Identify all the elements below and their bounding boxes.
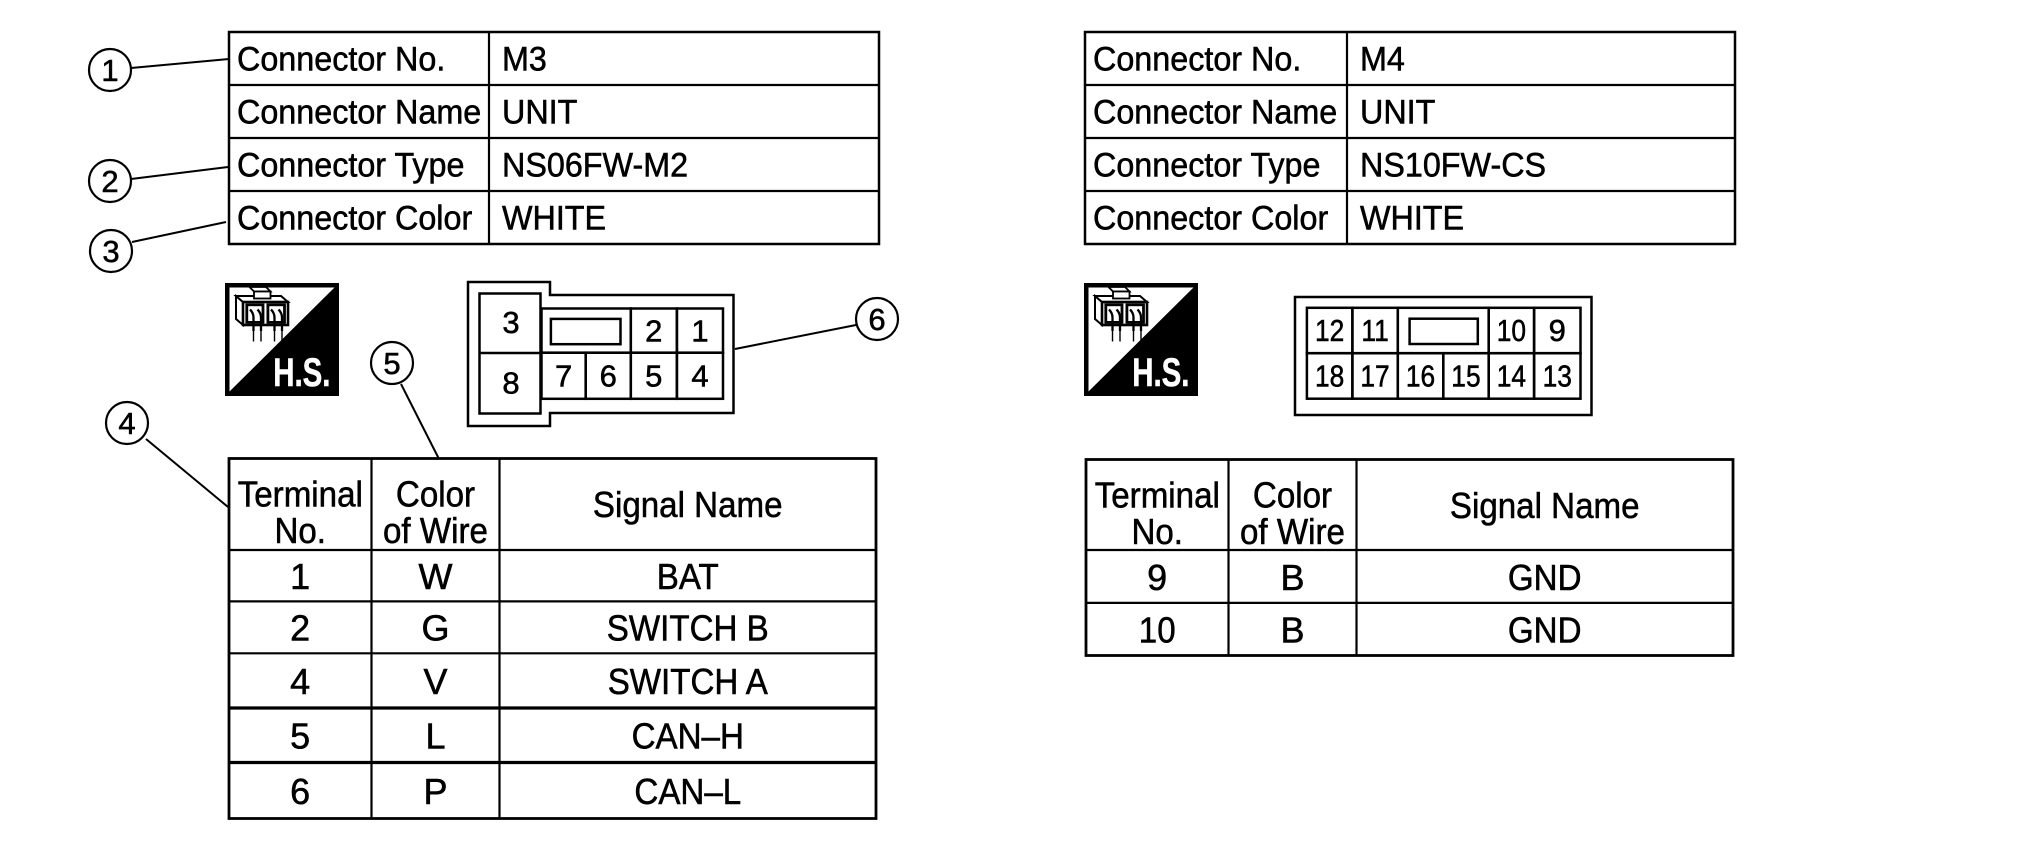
svg-text:Terminal: Terminal <box>1095 475 1220 516</box>
svg-text:NS10FW-CS: NS10FW-CS <box>1360 146 1546 184</box>
svg-text:Connector Name: Connector Name <box>1093 93 1337 131</box>
svg-text:4: 4 <box>691 359 708 394</box>
svg-text:4: 4 <box>290 661 310 702</box>
svg-text:4: 4 <box>118 406 135 441</box>
svg-text:12: 12 <box>1315 313 1344 348</box>
svg-text:6: 6 <box>868 302 885 337</box>
svg-text:9: 9 <box>1549 313 1566 348</box>
svg-text:CAN–H: CAN–H <box>632 716 744 757</box>
svg-text:14: 14 <box>1497 359 1526 394</box>
svg-text:13: 13 <box>1543 359 1572 394</box>
svg-text:16: 16 <box>1406 359 1435 394</box>
svg-text:3: 3 <box>502 305 519 340</box>
svg-text:3: 3 <box>102 234 119 269</box>
svg-text:Color: Color <box>1253 475 1332 516</box>
svg-text:WHITE: WHITE <box>1360 199 1464 237</box>
svg-text:V: V <box>423 661 447 702</box>
svg-text:2: 2 <box>290 608 310 649</box>
svg-text:5: 5 <box>645 359 662 394</box>
svg-text:1: 1 <box>290 556 310 597</box>
svg-text:M4: M4 <box>1360 40 1405 78</box>
svg-text:8: 8 <box>502 366 519 401</box>
svg-text:Connector No.: Connector No. <box>237 40 445 78</box>
svg-text:7: 7 <box>555 359 572 394</box>
svg-text:No.: No. <box>1132 511 1184 552</box>
svg-text:L: L <box>425 716 445 757</box>
svg-text:Signal Name: Signal Name <box>1450 485 1640 526</box>
svg-text:1: 1 <box>691 313 708 348</box>
svg-text:Connector No.: Connector No. <box>1093 40 1301 78</box>
svg-text:5: 5 <box>290 716 310 757</box>
svg-text:WHITE: WHITE <box>502 199 606 237</box>
svg-text:Connector Name: Connector Name <box>237 93 481 131</box>
svg-text:5: 5 <box>383 346 400 381</box>
svg-text:10: 10 <box>1139 610 1176 651</box>
svg-text:6: 6 <box>290 771 310 812</box>
svg-text:SWITCH A: SWITCH A <box>608 661 768 702</box>
svg-text:2: 2 <box>101 164 118 199</box>
svg-text:UNIT: UNIT <box>1360 93 1435 131</box>
svg-text:6: 6 <box>600 359 617 394</box>
svg-text:No.: No. <box>275 510 327 551</box>
svg-text:B: B <box>1280 557 1304 598</box>
svg-text:G: G <box>421 608 449 649</box>
svg-text:SWITCH B: SWITCH B <box>607 608 769 649</box>
svg-text:H.S.: H.S. <box>273 351 330 395</box>
svg-text:17: 17 <box>1360 359 1389 394</box>
svg-text:11: 11 <box>1361 313 1388 348</box>
svg-text:9: 9 <box>1147 557 1167 598</box>
svg-text:2: 2 <box>645 313 662 348</box>
svg-text:Connector Type: Connector Type <box>237 146 465 184</box>
svg-text:Connector Color: Connector Color <box>1093 199 1328 237</box>
svg-text:W: W <box>419 556 453 597</box>
svg-text:M3: M3 <box>502 40 547 78</box>
svg-text:Connector Type: Connector Type <box>1093 146 1321 184</box>
svg-text:NS06FW-M2: NS06FW-M2 <box>502 146 688 184</box>
svg-text:GND: GND <box>1508 557 1582 598</box>
svg-text:B: B <box>1280 610 1304 651</box>
svg-text:H.S.: H.S. <box>1132 351 1189 395</box>
svg-text:of Wire: of Wire <box>1240 511 1345 552</box>
svg-text:GND: GND <box>1508 610 1582 651</box>
svg-text:BAT: BAT <box>657 556 719 597</box>
svg-text:10: 10 <box>1497 313 1526 348</box>
svg-text:P: P <box>423 771 447 812</box>
svg-text:UNIT: UNIT <box>502 93 577 131</box>
svg-text:Connector Color: Connector Color <box>237 199 472 237</box>
svg-text:Color: Color <box>396 474 475 515</box>
svg-text:1: 1 <box>101 53 118 88</box>
svg-text:Terminal: Terminal <box>238 474 363 515</box>
svg-text:CAN–L: CAN–L <box>634 771 741 812</box>
svg-text:15: 15 <box>1451 359 1480 394</box>
svg-text:Signal Name: Signal Name <box>593 484 783 525</box>
svg-text:of Wire: of Wire <box>383 510 488 551</box>
svg-text:18: 18 <box>1315 359 1344 394</box>
